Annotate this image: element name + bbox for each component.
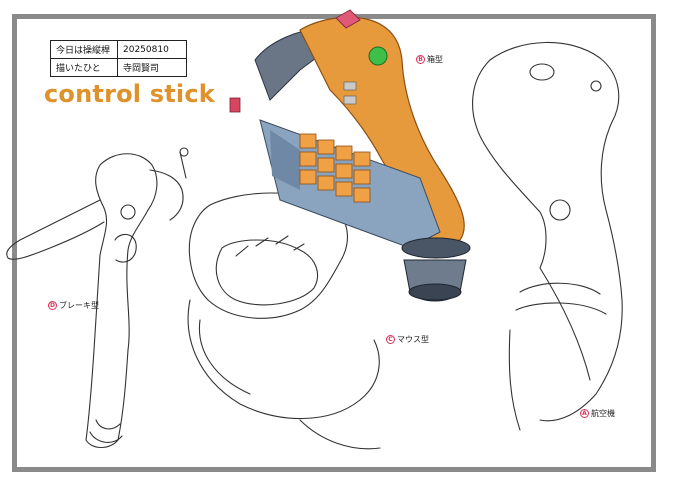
label-badge: D — [48, 301, 57, 310]
sheet-title: control stick — [44, 80, 215, 108]
label-badge: C — [386, 335, 395, 344]
aircraft-stick-sketch — [472, 41, 623, 431]
label-aircraft-type: A 航空機 — [580, 408, 615, 419]
info-table: 今日は操縦桿 20250810 描いたひと 寺岡賢司 — [50, 40, 187, 77]
info-value-artist: 寺岡賢司 — [117, 58, 187, 77]
label-text: ブレーキ型 — [59, 301, 99, 310]
box-stick-render — [229, 9, 471, 302]
label-text: 箱型 — [427, 55, 443, 64]
label-text: マウス型 — [397, 335, 429, 344]
label-badge: B — [416, 55, 425, 64]
label-text: 航空機 — [591, 409, 615, 418]
brake-stick-sketch — [6, 147, 189, 449]
info-row: 描いたひと 寺岡賢司 — [50, 58, 187, 77]
label-box-type: B 箱型 — [416, 54, 443, 65]
info-label-artist: 描いたひと — [50, 58, 118, 77]
mouse-stick-sketch — [187, 192, 381, 450]
label-badge: A — [580, 409, 589, 418]
label-mouse-type: C マウス型 — [386, 334, 429, 345]
label-brake-type: D ブレーキ型 — [48, 300, 99, 311]
